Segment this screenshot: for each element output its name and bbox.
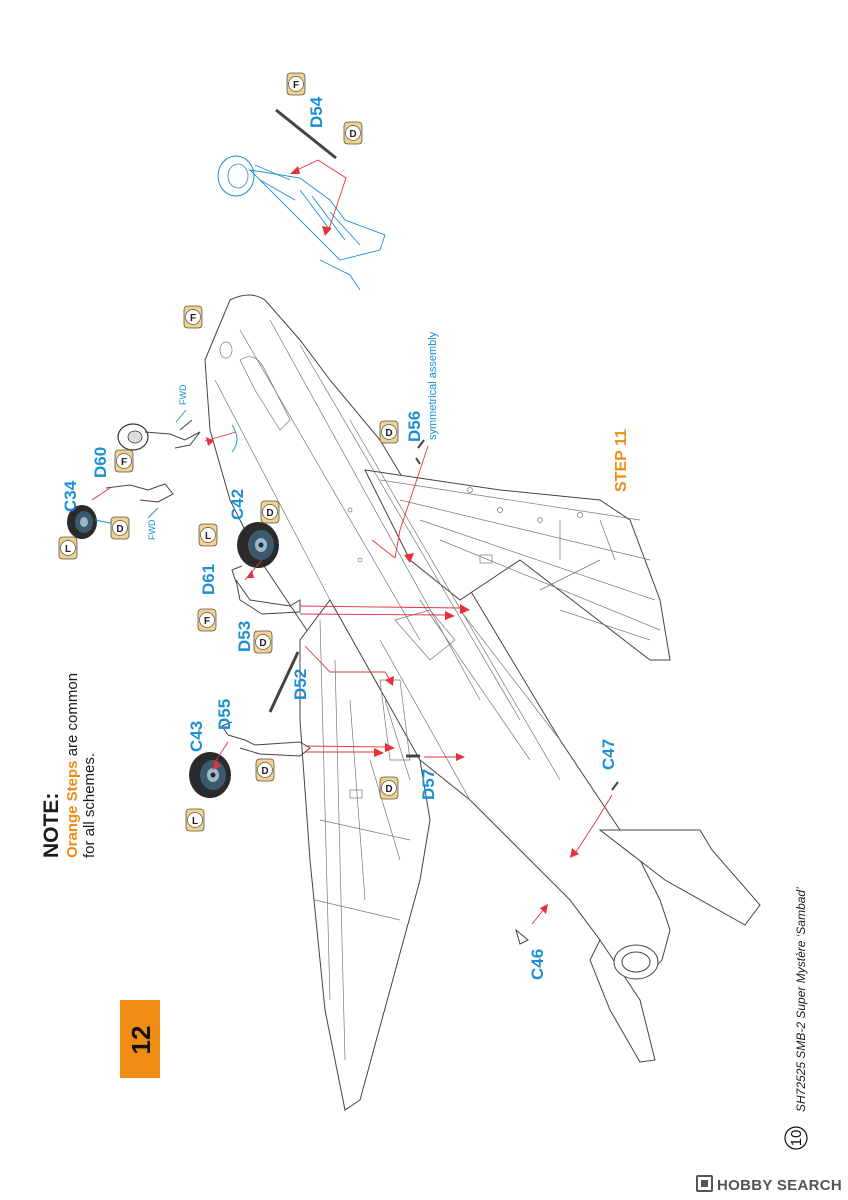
note-line-1: Orange Steps are common xyxy=(64,673,81,858)
svg-text:D: D xyxy=(349,129,356,140)
label-d56: D56 xyxy=(405,411,424,442)
tag-d-c43: D xyxy=(255,758,275,782)
label-d52: D52 xyxy=(291,669,310,700)
label-c42: C42 xyxy=(228,489,247,520)
tag-d-d56: D xyxy=(379,420,399,444)
color-tags: F D F D F D L D L F D D L D xyxy=(58,72,399,832)
nose-gear-bay-inset xyxy=(217,108,386,291)
tag-l-c34: L xyxy=(58,536,78,560)
main-gear-upper-assembly xyxy=(231,522,470,686)
svg-text:L: L xyxy=(192,816,198,827)
note-line-2: for all schemes. xyxy=(81,753,98,858)
aircraft-underside-drawing xyxy=(204,294,761,1111)
svg-text:F: F xyxy=(190,313,196,324)
tag-d-d54: D xyxy=(343,121,363,145)
label-c34: C34 xyxy=(61,480,80,512)
note-block: NOTE: Orange Steps are common for all sc… xyxy=(40,673,98,858)
label-c47: C47 xyxy=(599,739,618,770)
watermark-logo-icon xyxy=(695,1175,713,1192)
watermark-text: HOBBY SEARCH xyxy=(716,1177,842,1194)
page-number-badge: 10 xyxy=(784,1126,808,1150)
step-number: 12 xyxy=(126,1026,156,1055)
tag-f-d60: F xyxy=(114,449,134,473)
note-heading: NOTE: xyxy=(40,793,63,858)
tag-d-c42: D xyxy=(260,500,280,524)
tag-l-c42: L xyxy=(198,523,218,547)
svg-text:F: F xyxy=(121,457,127,468)
step-number-tab: 12 xyxy=(120,1000,160,1078)
tag-f-d61: F xyxy=(197,608,217,632)
note-highlight: Orange Steps xyxy=(64,760,81,858)
tag-l-c43: L xyxy=(185,808,205,832)
tag-d-d53: D xyxy=(253,630,273,654)
label-d53: D53 xyxy=(235,621,254,652)
fwd-label-lower: FWD xyxy=(147,519,157,540)
small-parts xyxy=(371,439,619,945)
svg-text:D: D xyxy=(261,766,268,777)
svg-text:F: F xyxy=(204,616,210,627)
tag-f-d54: F xyxy=(286,72,306,96)
symmetrical-note: symmetrical assembly xyxy=(427,331,439,440)
svg-text:D: D xyxy=(259,638,266,649)
tag-f-nose: F xyxy=(183,305,203,329)
svg-text:D: D xyxy=(266,508,273,519)
fwd-label-upper: FWD xyxy=(178,384,188,405)
footer-title: SH72525 SMB-2 Super Mystère ‘Sambad’ xyxy=(794,887,808,1112)
label-d57: D57 xyxy=(419,769,438,800)
nose-gear-assembly: FWD FWD xyxy=(67,384,238,540)
label-d55: D55 xyxy=(215,699,234,730)
svg-text:D: D xyxy=(116,524,123,535)
label-c43: C43 xyxy=(187,721,206,752)
svg-text:F: F xyxy=(293,80,299,91)
svg-text:L: L xyxy=(65,544,71,555)
label-d61: D61 xyxy=(199,564,218,595)
svg-text:D: D xyxy=(385,428,392,439)
c34-wheel xyxy=(67,505,97,539)
label-c46: C46 xyxy=(528,949,547,980)
label-d54: D54 xyxy=(307,96,326,128)
label-d60: D60 xyxy=(91,447,110,478)
svg-text:L: L xyxy=(205,531,211,542)
step-reference: STEP 11 xyxy=(613,429,630,492)
watermark: HOBBY SEARCH xyxy=(695,1175,842,1194)
page-number: 10 xyxy=(788,1130,805,1147)
tag-d-c34: D xyxy=(110,516,130,540)
main-gear-lower-assembly xyxy=(189,651,395,798)
svg-text:D: D xyxy=(385,784,392,795)
part-labels: D54 D56 symmetrical assembly STEP 11 D60… xyxy=(61,96,630,980)
tag-d-d57: D xyxy=(379,776,399,800)
